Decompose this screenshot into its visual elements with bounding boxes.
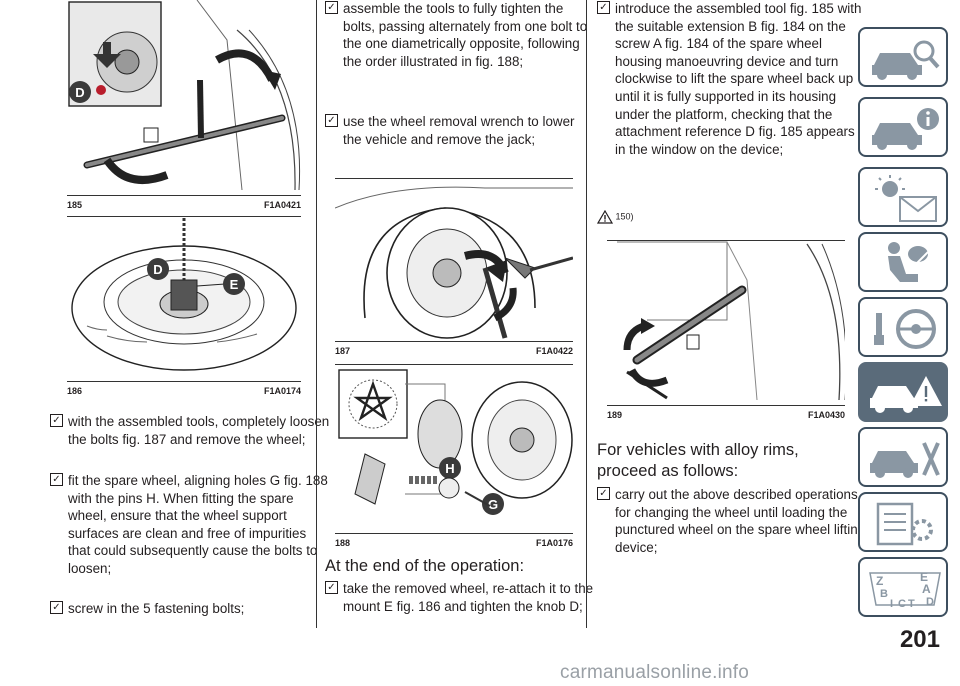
- section-heading: For vehicles with alloy rims, proceed as…: [597, 441, 799, 480]
- list-item: ✓ introduce the assembled tool fig. 185 …: [597, 0, 867, 158]
- figure-189-caption: 189 F1A0430: [607, 405, 845, 420]
- figure-188-illustration: H G: [338, 369, 573, 515]
- checkbox-bullet-icon: ✓: [50, 601, 63, 614]
- svg-text:I: I: [890, 598, 893, 610]
- tab-airbag-seat[interactable]: [858, 232, 948, 292]
- figure-number: 185: [67, 200, 83, 210]
- figure-code: F1A0421: [263, 200, 301, 210]
- figure-186: D E 186 F1A0174: [67, 216, 301, 396]
- figure-188-label-h: H: [445, 461, 454, 476]
- spec-sheet-icon: [876, 502, 933, 546]
- section-heading: At the end of the operation:: [325, 557, 525, 575]
- warning-triangle-icon: [596, 209, 614, 224]
- svg-text:C: C: [898, 598, 906, 610]
- figure-code: F1A0430: [807, 410, 845, 420]
- figure-186-illustration: D E: [71, 218, 297, 371]
- figure-186-label-e: E: [230, 277, 239, 292]
- tab-warning-lights[interactable]: [858, 167, 948, 227]
- figure-code: F1A0422: [535, 346, 573, 356]
- figure-189: 189 F1A0430: [607, 240, 845, 420]
- list-item: ✓ use the wheel removal wrench to lower …: [325, 113, 595, 148]
- figure-code: F1A0174: [263, 386, 301, 396]
- figure-number: 188: [335, 538, 351, 548]
- figure-186-caption: 186 F1A0174: [67, 381, 301, 396]
- svg-text:A: A: [922, 582, 931, 596]
- svg-text:T: T: [908, 598, 915, 610]
- figure-189-illustration: [617, 241, 845, 401]
- list-item: ✓ take the removed wheel, re-attach it t…: [325, 580, 595, 615]
- steering-wheel-icon: [874, 309, 936, 349]
- svg-text:E: E: [920, 570, 928, 584]
- page-number: 201: [899, 626, 940, 653]
- tab-steering-wheel[interactable]: [858, 297, 948, 357]
- tab-car-service[interactable]: [858, 427, 948, 487]
- figure-185-caption: 185 F1A0421: [67, 195, 301, 210]
- svg-text:D: D: [926, 596, 934, 608]
- figure-185-label-d: D: [75, 85, 84, 100]
- list-item: ✓ with the assembled tools, completely l…: [50, 413, 330, 448]
- svg-text:Z: Z: [876, 574, 883, 588]
- figure-188-caption: 188 F1A0176: [335, 533, 573, 548]
- figure-185: D 185 F1A0421: [67, 0, 301, 210]
- column-divider: [316, 0, 317, 628]
- checkbox-bullet-icon: ✓: [597, 1, 610, 14]
- car-magnifier-icon: [872, 40, 940, 80]
- figure-number: 189: [607, 410, 623, 420]
- svg-text:B: B: [880, 588, 888, 600]
- list-item: ✓ assemble the tools to fully tighten th…: [325, 0, 595, 70]
- checkbox-bullet-icon: ✓: [50, 473, 63, 486]
- warning-lights-icon: [875, 175, 937, 222]
- checkbox-bullet-icon: ✓: [597, 487, 610, 500]
- figure-185-illustration: D: [67, 0, 301, 196]
- checkbox-bullet-icon: ✓: [325, 1, 338, 14]
- warning-reference: 150): [596, 209, 634, 224]
- car-breakdown-icon: [870, 376, 942, 413]
- checkbox-bullet-icon: ✓: [325, 114, 338, 127]
- list-item: ✓ fit the spare wheel, aligning holes G …: [50, 472, 330, 578]
- tab-spec-sheet[interactable]: [858, 492, 948, 552]
- figure-number: 186: [67, 386, 83, 396]
- figure-188: H G 188 F1A0176: [335, 364, 573, 548]
- figure-code: F1A0176: [535, 538, 573, 548]
- airbag-seat-icon: [888, 242, 929, 282]
- figure-188-label-g: G: [488, 497, 498, 512]
- tab-car-info[interactable]: [858, 97, 948, 157]
- checkbox-bullet-icon: ✓: [50, 414, 63, 427]
- tab-car-magnifier[interactable]: [858, 27, 948, 87]
- figure-187-caption: 187 F1A0422: [335, 341, 573, 356]
- figure-187: 187 F1A0422: [335, 178, 573, 356]
- tab-car-breakdown[interactable]: [858, 362, 948, 422]
- list-item: ✓ screw in the 5 fastening bolts;: [50, 600, 330, 618]
- car-info-icon: [872, 108, 939, 150]
- figure-number: 187: [335, 346, 351, 356]
- list-item: ✓ carry out the above described operatio…: [597, 486, 867, 556]
- figure-186-label-d: D: [153, 262, 162, 277]
- checkbox-bullet-icon: ✓: [325, 581, 338, 594]
- car-service-tools-icon: [870, 442, 940, 478]
- watermark[interactable]: carmanualsonline.info: [560, 662, 750, 683]
- column-divider: [586, 0, 587, 628]
- figure-187-illustration: [335, 186, 573, 339]
